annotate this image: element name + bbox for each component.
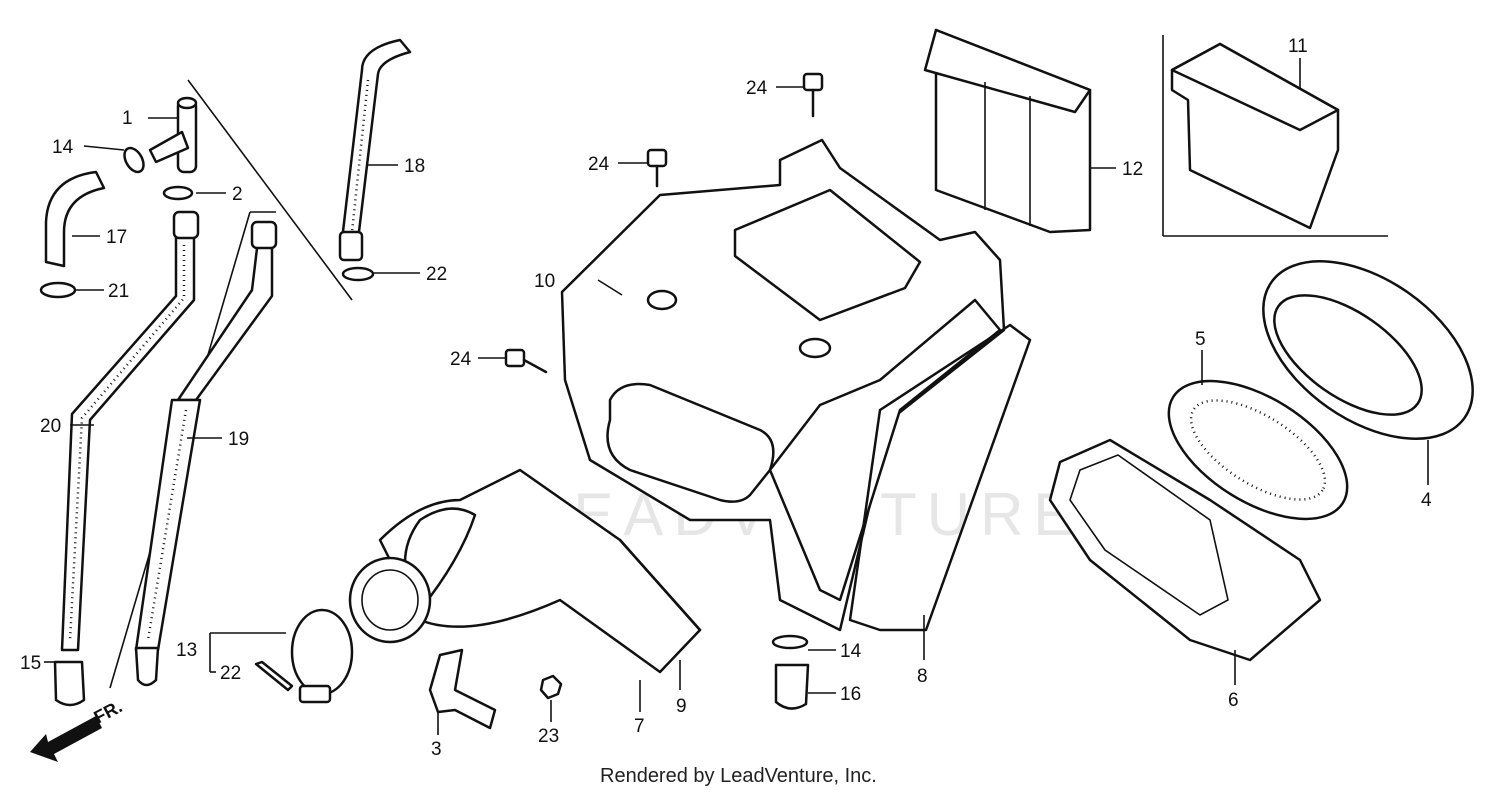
callout-3[interactable]: 3 [431, 739, 442, 760]
cap-part-16[interactable] [774, 663, 810, 710]
callout-11[interactable]: 11 [1288, 36, 1308, 57]
bent-hose-part-17[interactable] [44, 170, 106, 268]
cap-part-15[interactable] [53, 660, 86, 707]
element-part-11[interactable] [1170, 42, 1340, 230]
callout-labels: 1 14 2 17 21 20 19 18 22 10 24 24 24 12 … [20, 36, 1432, 760]
filter-part-4[interactable] [1231, 225, 1500, 475]
bolt-part-24[interactable] [646, 148, 668, 188]
callout-20[interactable]: 20 [40, 416, 61, 437]
t-joint-part-1[interactable] [148, 96, 198, 174]
callout-18[interactable]: 18 [404, 156, 425, 177]
callout-24[interactable]: 24 [746, 78, 768, 99]
bolt-part-24[interactable] [802, 72, 824, 118]
bracket-part-3[interactable] [428, 648, 497, 730]
band-part-13[interactable] [290, 608, 354, 704]
clip-part-14[interactable] [121, 145, 148, 176]
gasket-part-8[interactable] [848, 323, 1032, 632]
element-part-12[interactable] [923, 28, 1092, 234]
bolt-part-24[interactable] [504, 348, 548, 374]
cover-part-6[interactable] [1048, 438, 1322, 662]
credit-text: Rendered by LeadVenture, Inc. [600, 765, 877, 787]
leader-lines [44, 58, 1429, 735]
callout-7[interactable]: 7 [634, 716, 645, 737]
callout-14[interactable]: 14 [52, 137, 74, 158]
group-separator-line [187, 79, 353, 301]
callout-22[interactable]: 22 [220, 663, 241, 684]
callout-15[interactable]: 15 [20, 653, 41, 674]
screw-part-22[interactable] [254, 660, 294, 692]
hose-end [134, 646, 160, 687]
callout-6[interactable]: 6 [1228, 690, 1239, 711]
seal-part-9[interactable] [618, 538, 702, 632]
callout-13[interactable]: 13 [176, 640, 197, 661]
air-cleaner-case-part-10[interactable] [560, 138, 1006, 632]
clip-part-14[interactable] [771, 634, 809, 650]
tube-texture [350, 79, 370, 233]
callout-19[interactable]: 19 [228, 429, 249, 450]
clip-part-2[interactable] [162, 185, 194, 201]
tube-fitting [338, 230, 364, 262]
callout-17[interactable]: 17 [106, 227, 127, 248]
callout-1[interactable]: 1 [122, 108, 133, 129]
callout-22[interactable]: 22 [426, 264, 447, 285]
callout-8[interactable]: 8 [917, 666, 928, 687]
callout-24[interactable]: 24 [450, 349, 472, 370]
nut-part-23[interactable] [539, 674, 563, 700]
clip-part-21[interactable] [39, 281, 77, 299]
callout-21[interactable]: 21 [108, 281, 129, 302]
hose-fitting [172, 210, 200, 240]
callout-12[interactable]: 12 [1122, 159, 1143, 180]
holder-part-5[interactable] [1146, 353, 1371, 547]
callout-24[interactable]: 24 [588, 154, 610, 175]
callout-9[interactable]: 9 [676, 696, 687, 717]
long-hose-part-20[interactable] [60, 230, 196, 652]
intake-duct-part-7[interactable] [348, 468, 702, 674]
hose-fitting [250, 220, 278, 250]
callout-16[interactable]: 16 [840, 684, 861, 705]
callout-14[interactable]: 14 [840, 641, 862, 662]
callout-2[interactable]: 2 [232, 184, 243, 205]
front-direction-arrow: FR. [30, 696, 125, 762]
breather-assembly [39, 38, 412, 707]
callout-4[interactable]: 4 [1421, 490, 1432, 511]
callout-10[interactable]: 10 [534, 271, 555, 292]
callout-5[interactable]: 5 [1195, 329, 1206, 350]
clip-part-22[interactable] [341, 266, 375, 282]
callout-23[interactable]: 23 [538, 726, 559, 747]
kit-box [1162, 35, 1388, 237]
tube-part-18[interactable] [340, 38, 412, 242]
